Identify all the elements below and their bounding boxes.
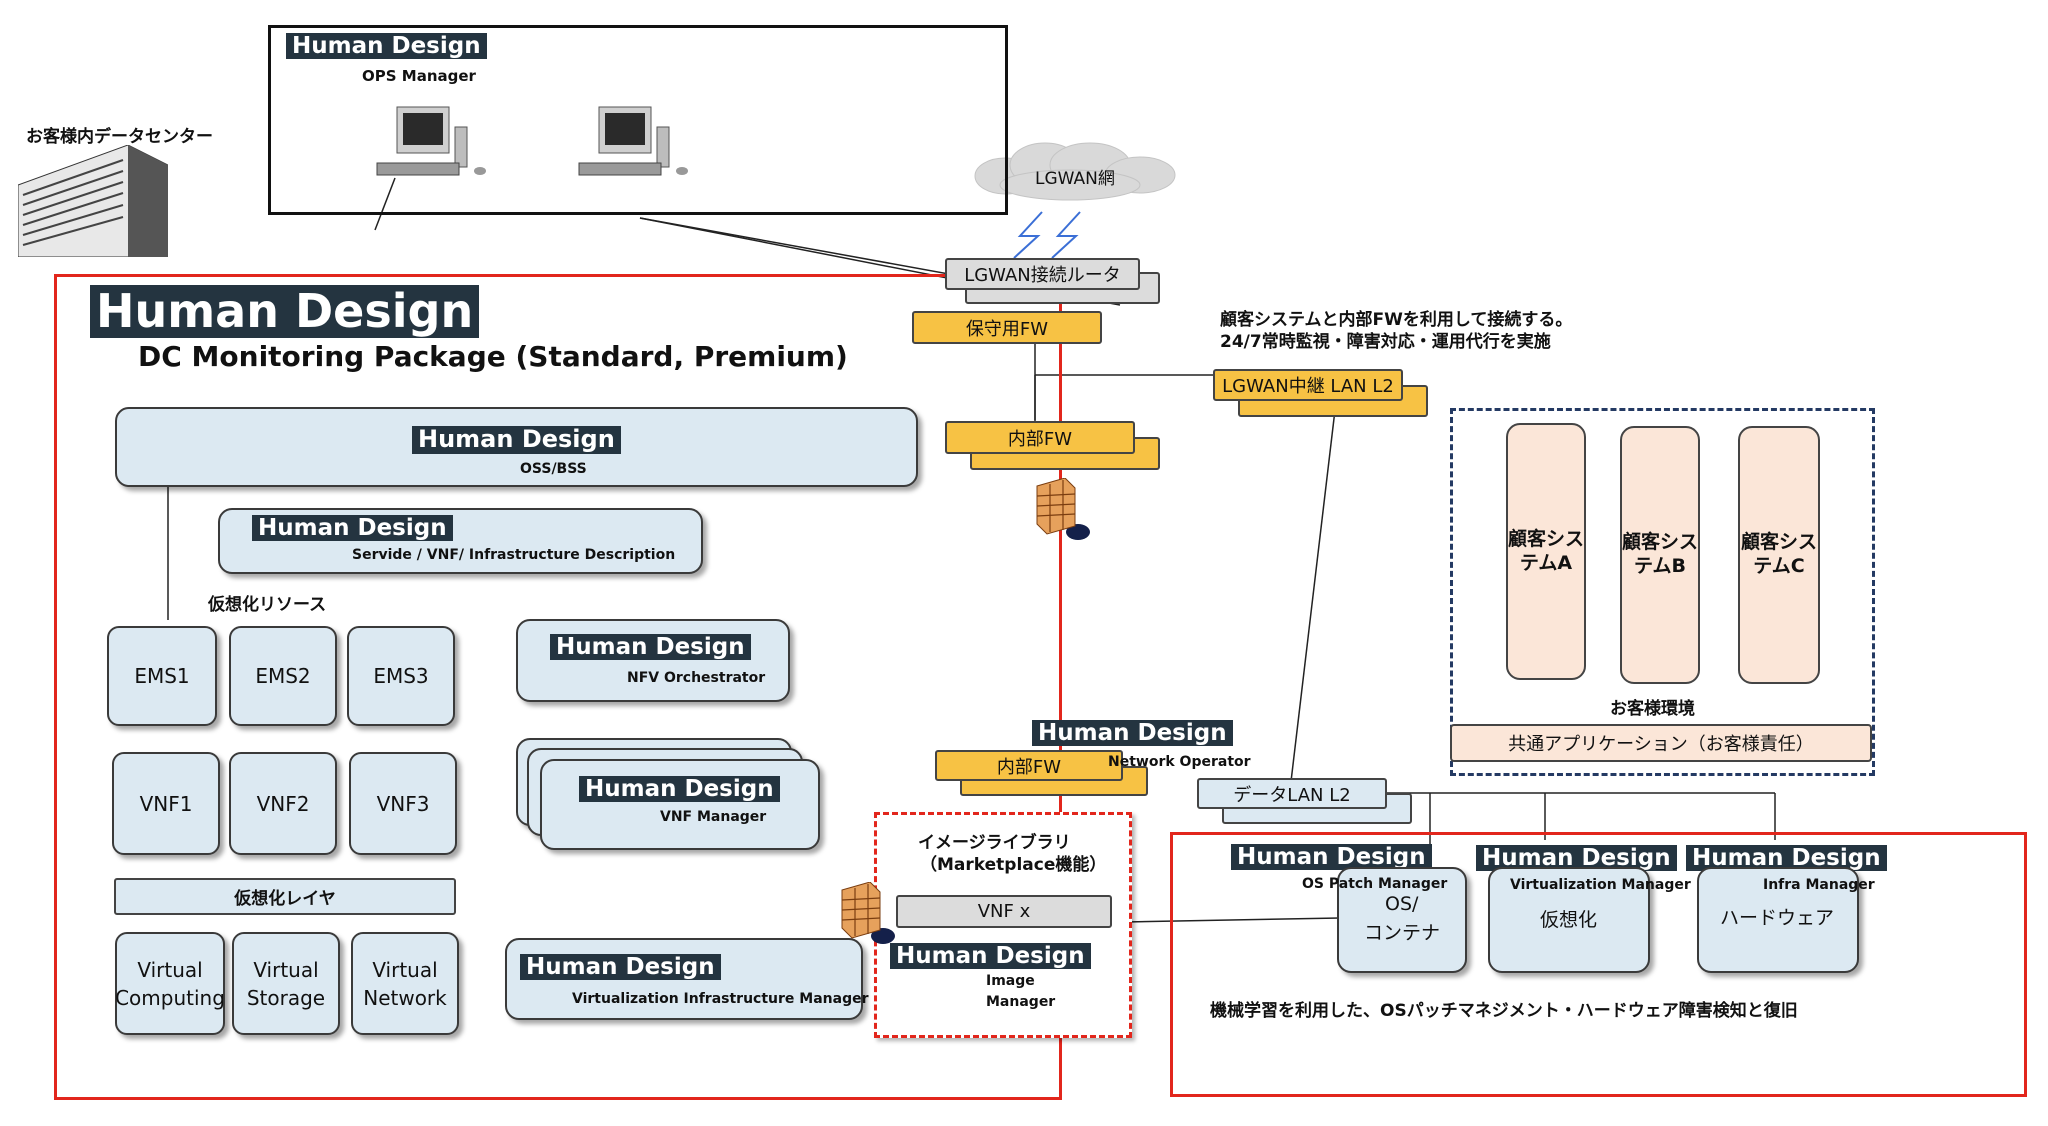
customer-env-frame (1450, 408, 1875, 776)
oss-bss-label: OSS/BSS (520, 461, 587, 477)
virt-resources-label: 仮想化リソース (208, 595, 327, 615)
customer-system-b[interactable]: 顧客システムB (1620, 426, 1700, 684)
network-operator-label: Network Operator (1108, 754, 1251, 770)
firewall-icon (1036, 478, 1090, 540)
ems2-box[interactable]: EMS2 (229, 626, 337, 726)
os-container-line1: OS/ (1385, 893, 1419, 915)
vnf3-box[interactable]: VNF3 (349, 752, 457, 855)
common-app-bar[interactable]: 共通アプリケーション（お客様責任） (1450, 724, 1872, 762)
note-line2: 24/7常時監視・障害対応・運用代行を実施 (1220, 332, 1551, 352)
nfv-orchestrator-box[interactable] (516, 619, 790, 702)
lgwan-relay-lan[interactable]: LGWAN中継 LAN L2 (1213, 369, 1403, 401)
hardware-text: ハードウェア (1720, 907, 1835, 929)
vnf2-box[interactable]: VNF2 (229, 752, 337, 855)
vnfm-brand-badge: Human Design (579, 776, 780, 803)
service-brand-badge: Human Design (252, 515, 453, 542)
package-brand-badge: Human Design (90, 285, 480, 338)
vim-label: Virtualization Infrastructure Manager (572, 991, 869, 1007)
ops-manager-label: OPS Manager (362, 67, 476, 85)
service-description-label: Servide / VNF/ Infrastructure Descriptio… (352, 547, 676, 563)
infra-mgr-label: Infra Manager (1763, 877, 1875, 893)
ops-brand-badge: Human Design (286, 33, 487, 60)
image-library-subtitle: （Marketplace機能） (920, 855, 1107, 875)
netop-brand-badge: Human Design (1032, 720, 1233, 747)
vnf1-box[interactable]: VNF1 (112, 752, 220, 855)
virt-mgr-text: 仮想化 (1540, 909, 1598, 931)
workstation-icon (376, 106, 486, 176)
virt-mgr-box[interactable] (1488, 867, 1650, 973)
customer-env-label: お客様環境 (1610, 699, 1695, 719)
note-line1: 顧客システムと内部FWを利用して接続する。 (1220, 310, 1573, 330)
datacenter-label: お客様内データセンター (26, 127, 213, 147)
os-container-line2: コンテナ (1364, 922, 1441, 944)
datacenter-building-icon (18, 145, 168, 257)
image-manager-line2: Manager (986, 994, 1056, 1010)
oss-brand-badge: Human Design (412, 425, 621, 454)
lgwan-router[interactable]: LGWAN接続ルータ (945, 258, 1140, 290)
image-library-title: イメージライブラリ (918, 833, 1071, 853)
ems3-box[interactable]: EMS3 (347, 626, 455, 726)
nfv-orchestrator-label: NFV Orchestrator (627, 670, 766, 686)
virt-mgr-brand-badge: Human Design (1476, 845, 1677, 872)
patch-management-frame (1170, 832, 2027, 1097)
data-lan-l2[interactable]: データLAN L2 (1197, 778, 1387, 809)
package-title: DC Monitoring Package (Standard, Premium… (138, 340, 848, 373)
image-manager-line1: Image (986, 973, 1035, 989)
vnf-x-box[interactable]: VNF x (896, 895, 1112, 928)
ops-manager-frame (268, 25, 1008, 215)
customer-system-c[interactable]: 顧客システムC (1738, 426, 1820, 684)
os-patch-label: OS Patch Manager (1302, 876, 1448, 892)
inner-fw-mid[interactable]: 内部FW (935, 750, 1123, 781)
vnf-manager-label: VNF Manager (660, 809, 767, 825)
ems1-box[interactable]: EMS1 (107, 626, 217, 726)
virt-mgr-label: Virtualization Manager (1510, 877, 1691, 893)
nfvo-brand-badge: Human Design (550, 634, 751, 661)
virt-layer-box[interactable]: 仮想化レイヤ (114, 878, 456, 915)
image-mgr-brand-badge: Human Design (890, 943, 1091, 970)
firewall-icon (841, 882, 895, 944)
workstation-icon (578, 106, 688, 176)
vnf-manager-box[interactable] (540, 759, 820, 850)
ml-note: 機械学習を利用した、OSパッチマネジメント・ハードウェア障害検知と復旧 (1210, 1001, 1798, 1021)
infra-mgr-box[interactable] (1697, 867, 1859, 973)
os-patch-brand-badge: Human Design (1231, 844, 1432, 871)
red-divider (1059, 315, 1062, 795)
lgwan-cloud-label: LGWAN網 (1035, 169, 1115, 189)
vim-brand-badge: Human Design (520, 954, 721, 981)
customer-system-a[interactable]: 顧客システムA (1506, 423, 1586, 680)
maintenance-fw[interactable]: 保守用FW (912, 311, 1102, 344)
os-patch-box[interactable] (1337, 867, 1467, 973)
inner-fw-top[interactable]: 内部FW (945, 421, 1135, 454)
